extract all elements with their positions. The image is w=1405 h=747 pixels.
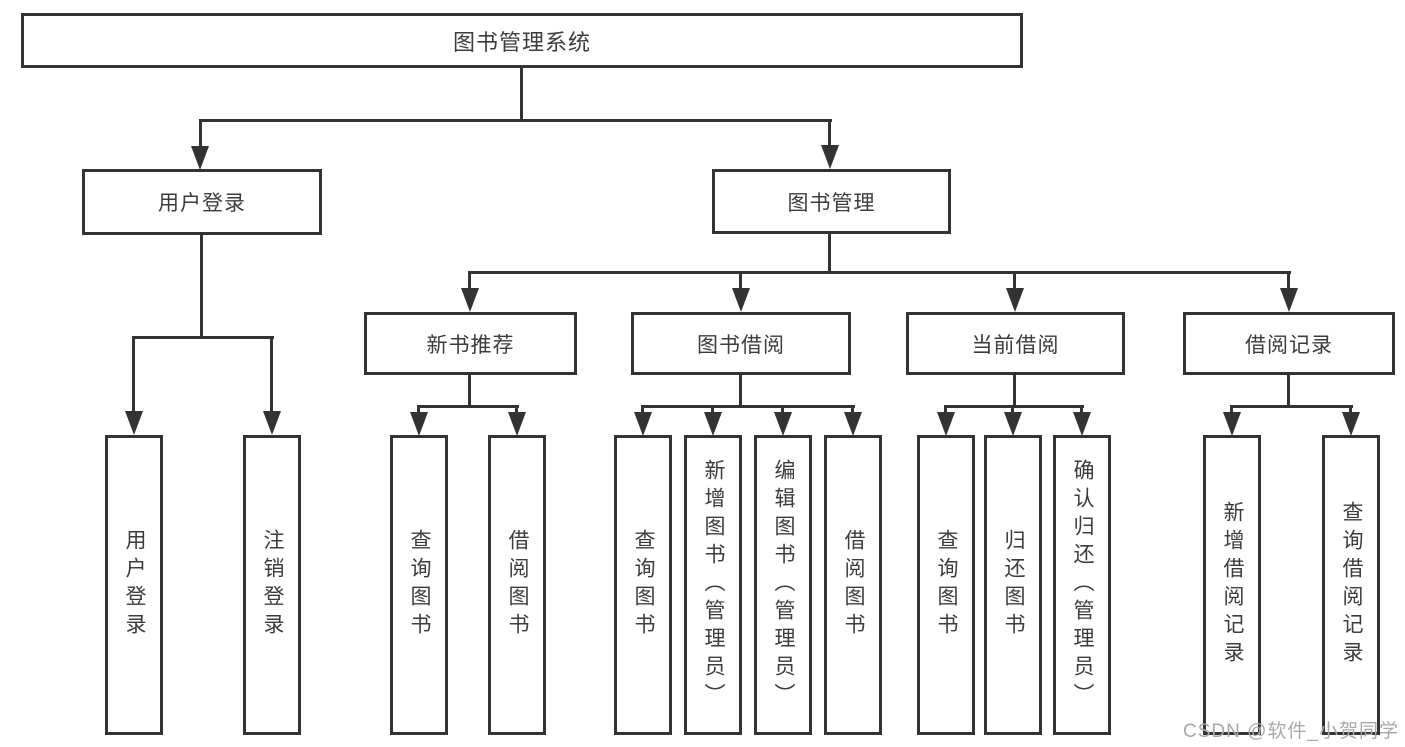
- arrow-down-icon: [774, 412, 792, 436]
- connector-line: [468, 375, 471, 408]
- connector-line: [851, 405, 854, 415]
- connector-line: [1287, 271, 1290, 291]
- connector-line: [468, 271, 471, 291]
- connector-line: [417, 405, 420, 415]
- arrow-down-icon: [191, 146, 209, 170]
- leaf-logout: 注销登录: [243, 435, 301, 735]
- node-book-management: 图书管理: [712, 169, 951, 234]
- connector-line: [1013, 271, 1016, 291]
- connector-line: [739, 375, 742, 408]
- leaf-borrow-add-books-admin: 新增图书（管理员）: [684, 435, 742, 735]
- connector-line: [520, 68, 523, 122]
- connector-line: [1013, 375, 1016, 408]
- node-new-book-recommend: 新书推荐: [364, 312, 577, 375]
- arrow-down-icon: [263, 411, 281, 435]
- arrow-down-icon: [1006, 288, 1024, 312]
- connector-line: [199, 119, 202, 149]
- leaf-current-query-books: 查询图书: [917, 435, 975, 735]
- leaf-borrow-borrow-books: 借阅图书: [824, 435, 882, 735]
- csdn-watermark: CSDN @软件_小贺同学: [1183, 721, 1399, 742]
- node-current-borrow: 当前借阅: [906, 312, 1125, 375]
- arrow-down-icon: [125, 411, 143, 435]
- leaf-current-confirm-return-admin: 确认归还（管理员）: [1053, 435, 1111, 735]
- arrow-down-icon: [937, 412, 955, 436]
- arrow-down-icon: [732, 288, 750, 312]
- connector-line: [1230, 405, 1353, 408]
- leaf-borrow-query-books: 查询图书: [614, 435, 672, 735]
- connector-line: [641, 405, 855, 408]
- connector-line: [132, 336, 274, 339]
- connector-line: [1230, 405, 1233, 415]
- connector-line: [132, 336, 135, 414]
- connector-line: [1080, 405, 1083, 415]
- connector-line: [944, 405, 947, 415]
- leaf-records-query-record: 查询借阅记录: [1322, 435, 1380, 735]
- connector-line: [417, 405, 519, 408]
- arrow-down-icon: [508, 412, 526, 436]
- arrow-down-icon: [1073, 412, 1091, 436]
- leaf-recommend-borrow-books: 借阅图书: [488, 435, 546, 735]
- arrow-down-icon: [410, 412, 428, 436]
- connector-line: [781, 405, 784, 415]
- connector-line: [1287, 375, 1290, 408]
- leaf-current-return-books: 归还图书: [984, 435, 1042, 735]
- connector-line: [1349, 405, 1352, 415]
- arrow-down-icon: [1004, 412, 1022, 436]
- arrow-down-icon: [821, 145, 839, 169]
- connector-line: [270, 336, 273, 414]
- arrow-down-icon: [1342, 412, 1360, 436]
- node-borrow-records: 借阅记录: [1183, 312, 1395, 375]
- leaf-recommend-query-books: 查询图书: [390, 435, 448, 735]
- node-user-login: 用户登录: [82, 169, 322, 235]
- arrow-down-icon: [461, 288, 479, 312]
- arrow-down-icon: [844, 412, 862, 436]
- connector-line: [739, 271, 742, 291]
- connector-line: [200, 235, 203, 339]
- leaf-borrow-edit-books-admin: 编辑图书（管理员）: [754, 435, 812, 735]
- arrow-down-icon: [1280, 288, 1298, 312]
- leaf-user-login: 用户登录: [105, 435, 163, 735]
- connector-line: [828, 119, 831, 148]
- connector-line: [199, 119, 832, 122]
- connector-line: [468, 271, 1291, 274]
- connector-line: [1011, 405, 1014, 415]
- node-root: 图书管理系统: [21, 13, 1023, 68]
- node-book-borrow: 图书借阅: [631, 312, 851, 375]
- connector-line: [711, 405, 714, 415]
- arrow-down-icon: [1223, 412, 1241, 436]
- arrow-down-icon: [634, 412, 652, 436]
- connector-line: [515, 405, 518, 415]
- arrow-down-icon: [704, 412, 722, 436]
- connector-line: [641, 405, 644, 415]
- connector-line: [944, 405, 1084, 408]
- leaf-records-add-record: 新增借阅记录: [1203, 435, 1261, 735]
- connector-line: [828, 234, 831, 274]
